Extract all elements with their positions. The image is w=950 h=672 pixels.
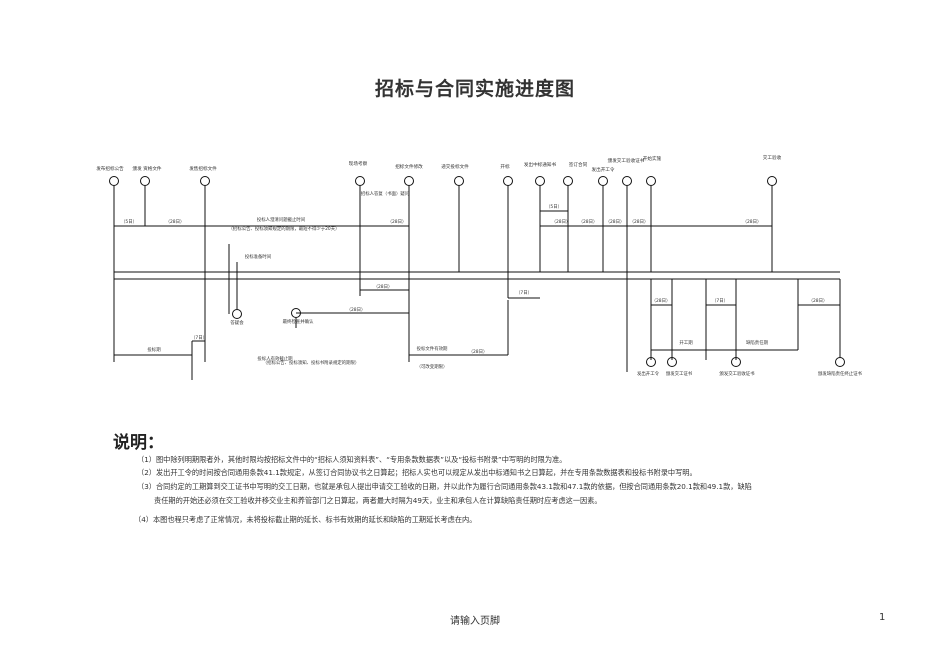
milestone-label: 发出中标通知书 — [524, 161, 557, 168]
page-number: 1 — [879, 612, 886, 623]
milestone-label: 签订合同 — [569, 161, 588, 168]
milestone-label: 交工验收 — [763, 154, 782, 161]
note-1: （1）图中除列明期限者外，其他时限均按招标文件中的“招标人须知资料表”、“专用条… — [137, 455, 567, 464]
annotation-label: 开工期 — [679, 340, 693, 346]
milestone-label: 发出开工令 — [637, 370, 660, 377]
duration-label: （5日） — [546, 204, 562, 210]
duration-label: （28日） — [652, 298, 671, 304]
annotation-label: 最终检查并确认 — [283, 318, 314, 325]
note-4: （4）本图也程只考虑了正常情况，未将投标截止期的延长、标书有效期的延长和缺陷的工… — [134, 515, 477, 524]
duration-label: （7日） — [191, 335, 207, 341]
annotation-label: （招标公告、投标须知规定的期限，最短不得少于20天） — [229, 225, 340, 232]
annotation-label: 投标文件有效期 — [417, 345, 448, 352]
bottom-milestone-markers — [646, 357, 845, 367]
note-2: （2）发出开工令的时间按合同通用条款41.1款规定，从签订合同协议书之日算起；招… — [137, 468, 697, 477]
top-milestone-markers — [109, 176, 777, 372]
duration-label: （28日） — [388, 219, 407, 225]
annotation-label: （可改变期限） — [417, 363, 448, 370]
duration-label: （28日） — [743, 219, 762, 225]
annotation-label: （招标公告、投标须知、投标书附录规定的期限） — [263, 359, 360, 366]
duration-label: （7日） — [516, 290, 532, 296]
page-title: 招标与合同实施进度图 — [374, 78, 575, 100]
annotation-label: 投标人澄清问题截止时间 — [257, 216, 305, 223]
milestone-label: 颁发交工证书 — [666, 370, 693, 377]
milestone-label: 递交投标文件 — [441, 163, 469, 170]
note-3: （3）合同约定的工期算到交工证书中写明的交工日期，也就是承包人提出申请交工验收的… — [137, 482, 752, 491]
milestone-label: 开标 — [500, 163, 510, 170]
duration-label: （28日） — [374, 284, 393, 290]
milestone-label: 颁发 资格文件 — [132, 165, 161, 172]
annotation-label: 投标人有效截止期 — [257, 355, 293, 362]
milestone-label: 发售招标文件 — [189, 165, 217, 172]
duration-label: （28日） — [630, 219, 649, 225]
duration-bars-lower — [114, 244, 841, 380]
annotation-label: 答疑会 — [230, 319, 244, 326]
milestone-label: 发布招标公告 — [96, 165, 124, 172]
duration-label: （28日） — [347, 307, 366, 313]
note-3-cont: 责任期的开始还必须在交工验收并移交业主和养管部门之日算起，两者最大时隔为49天，… — [154, 496, 602, 505]
duration-bars-upper — [114, 210, 772, 227]
milestone-label: 颁发缺陷责任终止证书 — [818, 370, 863, 377]
milestone-label: 发出开工令 — [592, 166, 615, 173]
duration-label: （7日） — [712, 298, 728, 304]
annotation-label: 投标准备时间 — [245, 253, 271, 260]
milestone-label: 现场考察 — [349, 160, 368, 167]
milestone-label: 颁发交工验收证书 — [608, 157, 645, 164]
duration-label: （5日） — [121, 219, 137, 225]
duration-label: （28日） — [606, 219, 625, 225]
milestone-label: 开始实施 — [643, 155, 662, 162]
annotation-label: 缺陷责任期 — [746, 339, 769, 346]
annotation-label: 投标期 — [147, 346, 161, 353]
milestone-label: 招标文件修改 — [395, 163, 423, 170]
milestone-label: 颁发交工验收证书 — [719, 370, 755, 377]
page-footer: 请输入页脚 — [450, 616, 500, 627]
duration-label: （28日） — [552, 219, 571, 225]
notes-heading: 说明： — [113, 433, 164, 453]
duration-label: （28日） — [469, 349, 488, 355]
duration-label: （28日） — [579, 219, 598, 225]
duration-label: （28日） — [166, 219, 185, 225]
duration-label: （28日） — [809, 298, 828, 304]
annotation-label: 招标人答复（书面）疑问 — [361, 190, 409, 197]
